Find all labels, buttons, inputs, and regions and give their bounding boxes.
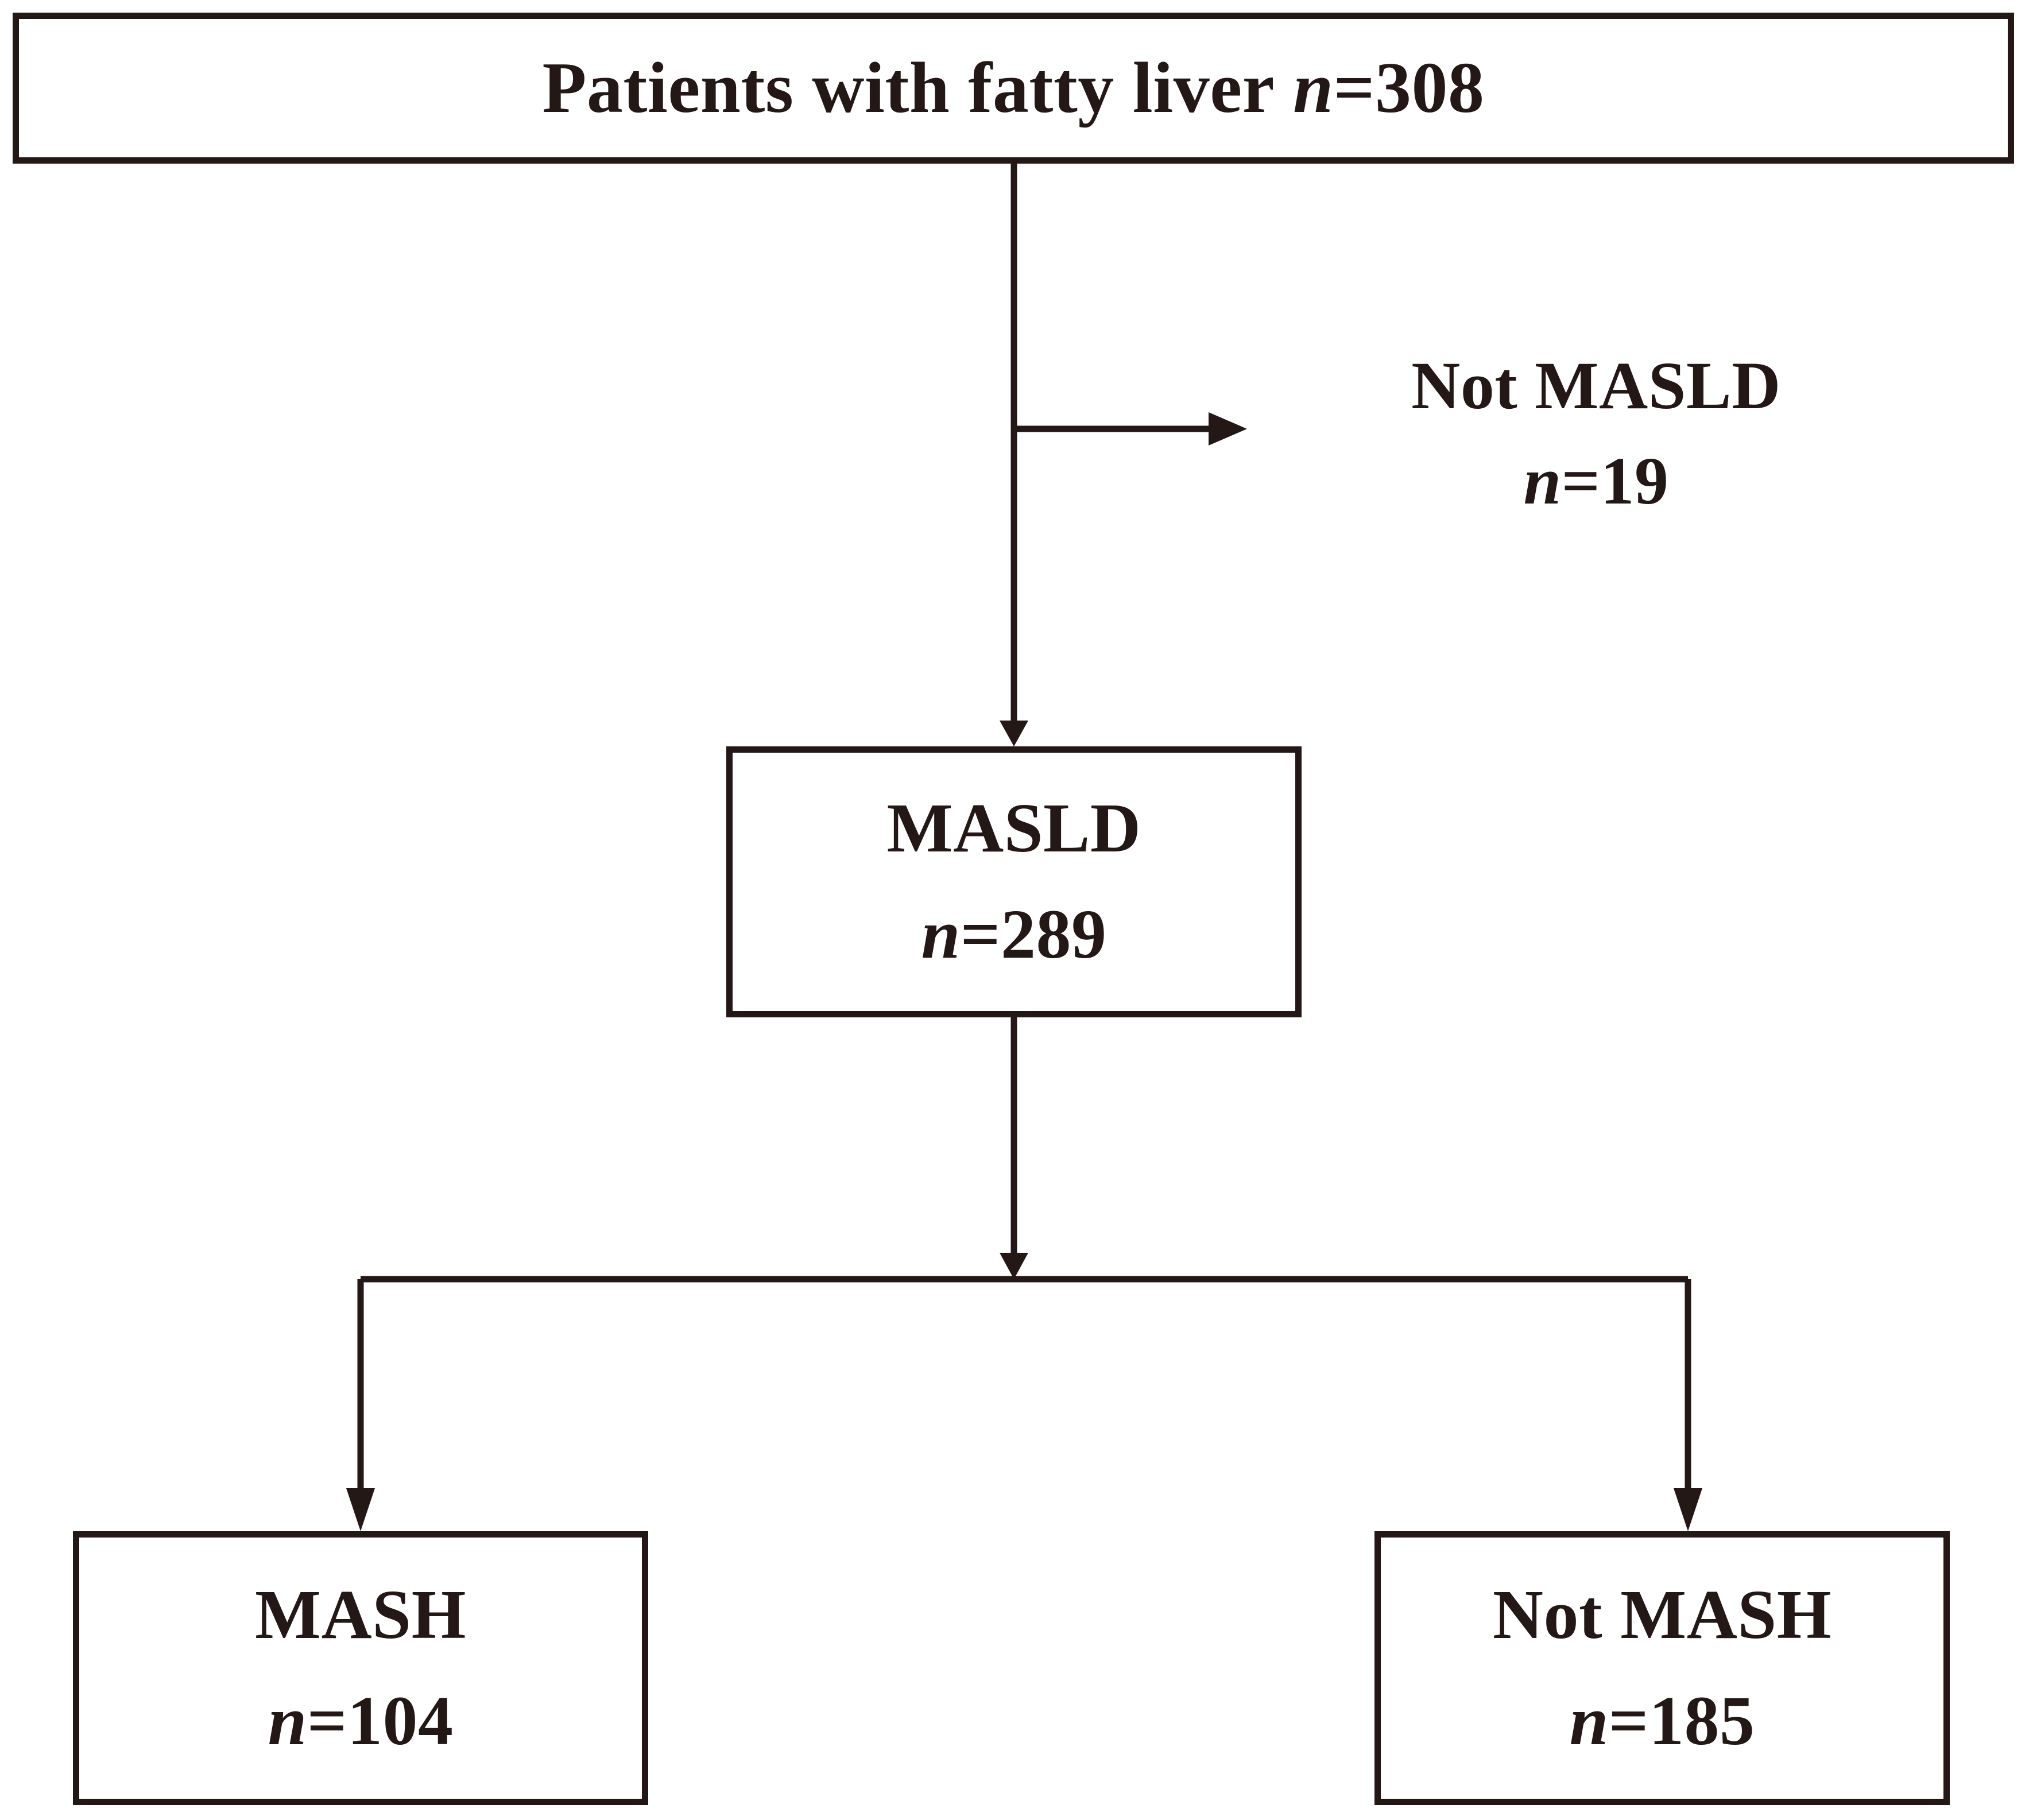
node-mash-label: MASH — [255, 1575, 466, 1654]
node-masld-count: 289 — [1000, 896, 1107, 973]
node-root-n-symbol: n — [1293, 48, 1334, 128]
node-mash-n-symbol: n — [268, 1682, 307, 1760]
node-masld-label: MASLD — [886, 789, 1141, 868]
arrowhead-split-to-not-mash — [1674, 1488, 1702, 1531]
node-not-mash-count: 185 — [1648, 1682, 1755, 1760]
node-mash-count-line: n=104 — [268, 1682, 454, 1761]
node-mash-count: 104 — [347, 1682, 454, 1760]
arrowhead-root-to-not-masld — [1209, 412, 1247, 446]
node-not-mash-count-line: n=185 — [1570, 1682, 1755, 1761]
arrowhead-root-to-masld — [1000, 721, 1028, 746]
node-root-text: Patients with fatty liver n=308 — [542, 48, 1484, 129]
arrowhead-split-to-mash — [346, 1488, 375, 1531]
node-root-equals: = — [1333, 48, 1376, 128]
arrowhead-masld-to-split — [1000, 1253, 1028, 1279]
node-not-masld-count: 19 — [1600, 443, 1669, 518]
node-masld-count-line: n=289 — [921, 896, 1107, 974]
node-mash-equals: = — [307, 1682, 347, 1760]
node-masld: MASLD n=289 — [726, 746, 1302, 1017]
node-not-masld-n-symbol: n — [1523, 443, 1562, 518]
node-not-masld-count-line: n=19 — [1524, 443, 1669, 519]
node-not-mash-n-symbol: n — [1569, 1682, 1609, 1760]
node-not-masld: Not MASLD n=19 — [1309, 339, 1883, 528]
node-patients-with-fatty-liver: Patients with fatty liver n=308 — [13, 13, 2014, 164]
node-not-mash: Not MASH n=185 — [1374, 1531, 1950, 1805]
node-root-label: Patients with fatty liver — [542, 48, 1275, 128]
node-not-mash-equals: = — [1608, 1682, 1649, 1760]
node-masld-equals: = — [960, 896, 1001, 973]
node-mash: MASH n=104 — [73, 1531, 648, 1805]
node-not-masld-equals: = — [1561, 443, 1601, 518]
node-not-masld-label: Not MASLD — [1411, 347, 1781, 423]
node-not-mash-label: Not MASH — [1492, 1575, 1832, 1654]
node-masld-n-symbol: n — [921, 896, 961, 973]
node-root-count: 308 — [1375, 48, 1485, 128]
